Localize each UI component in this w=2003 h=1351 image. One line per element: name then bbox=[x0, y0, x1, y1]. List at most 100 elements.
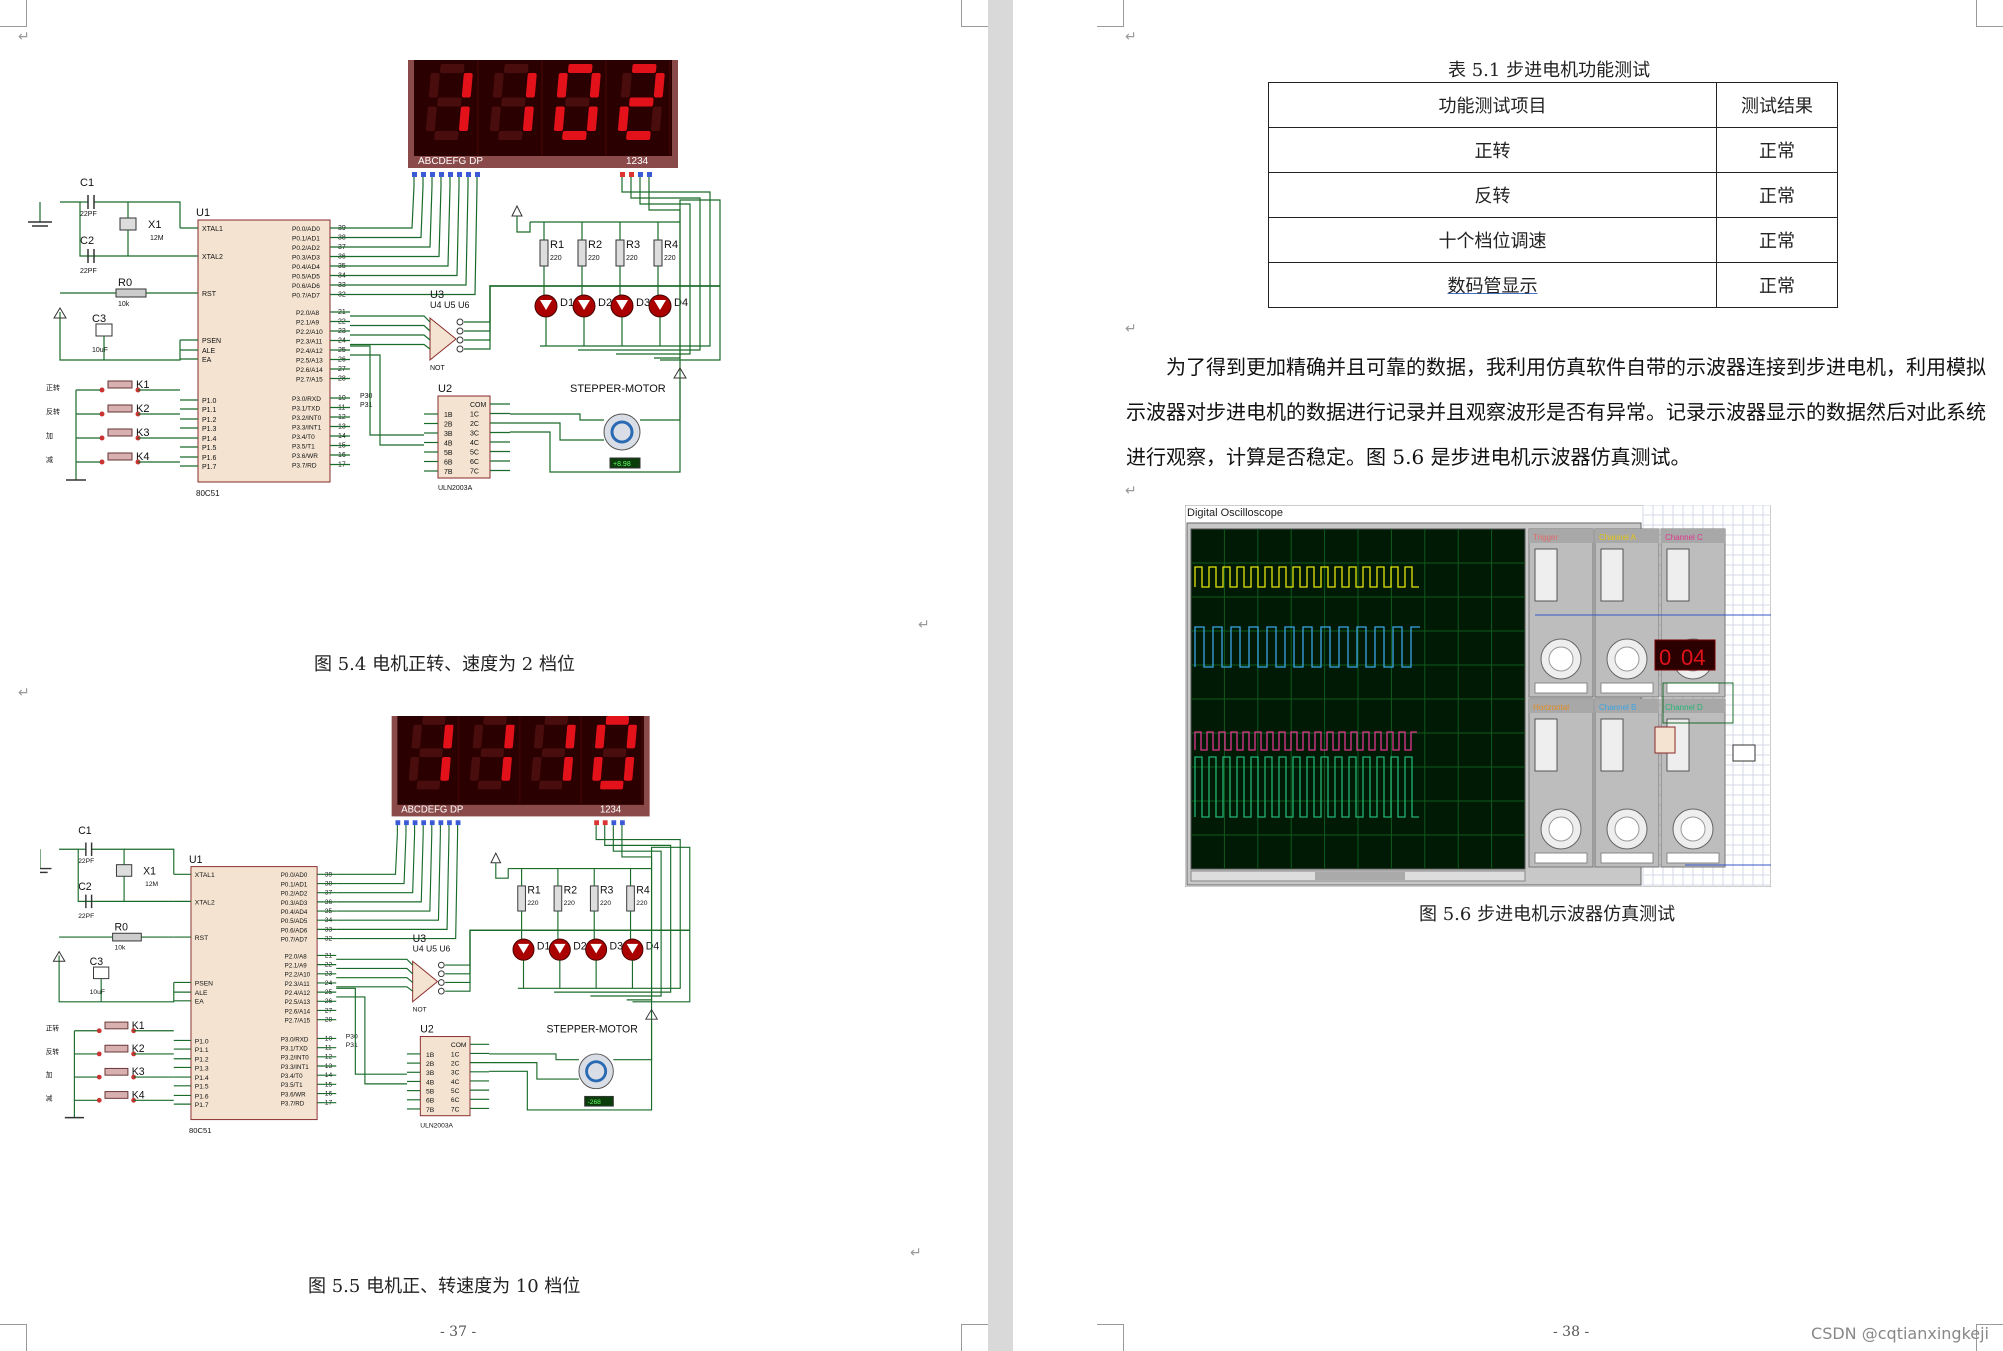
pin-label: P1.6 bbox=[202, 455, 217, 462]
control-knob-center bbox=[1614, 646, 1640, 672]
pin-label: 7B bbox=[444, 469, 453, 476]
waveform-channel-a bbox=[1194, 566, 1419, 588]
pin-label: 4B bbox=[444, 441, 453, 448]
display-segment bbox=[501, 757, 512, 781]
pin-marker bbox=[448, 172, 453, 177]
control-panel-title: Trigger bbox=[1533, 533, 1558, 542]
motor-readout: -268 bbox=[588, 1099, 602, 1106]
wire bbox=[336, 987, 407, 1075]
mini-display-digit: 0 bbox=[1659, 645, 1671, 670]
pin-marker bbox=[611, 820, 617, 826]
value-field bbox=[1666, 852, 1720, 864]
wire bbox=[336, 833, 450, 930]
wire bbox=[489, 1053, 579, 1061]
pin-label: P2.6/A14 bbox=[285, 1008, 311, 1015]
control-panel-title: Horizontal bbox=[1533, 703, 1569, 712]
component-ref: D1 bbox=[537, 941, 551, 953]
value-field bbox=[1534, 852, 1588, 864]
pin-marker bbox=[412, 820, 418, 826]
key-label: 反转 bbox=[46, 407, 60, 416]
display-segment bbox=[483, 716, 507, 725]
pin-label: 6B bbox=[444, 460, 453, 467]
pin-label: P0.2/AD2 bbox=[281, 891, 308, 898]
display-digit-labels: 1234 bbox=[626, 156, 649, 167]
chip-part: 80C51 bbox=[196, 489, 220, 498]
resistor bbox=[115, 288, 147, 298]
table-cell: 反转 bbox=[1268, 172, 1717, 218]
wire bbox=[350, 185, 469, 286]
page-38: ↵ ↵ ↵ 表 5.1 步进电机功能测试 功能测试项目 测试结果 正转 正常 反… bbox=[1013, 0, 2003, 1351]
pin-label: P3.5/T1 bbox=[292, 444, 315, 451]
switch-contact bbox=[99, 387, 105, 393]
paragraph-mark: ↵ bbox=[18, 29, 30, 45]
component-value: 10k bbox=[115, 945, 126, 952]
wire bbox=[336, 833, 433, 912]
pin-label: P2.4/A12 bbox=[285, 990, 311, 997]
component-ref: R4 bbox=[664, 239, 678, 251]
resistor bbox=[653, 239, 663, 267]
component-ref: R3 bbox=[600, 885, 614, 897]
wire bbox=[648, 177, 681, 359]
display-segment bbox=[489, 106, 501, 131]
key-label: 减 bbox=[46, 455, 53, 464]
table-cell: 正转 bbox=[1268, 127, 1717, 173]
wire bbox=[350, 185, 451, 267]
pin-label: 2C bbox=[470, 421, 479, 428]
wire bbox=[510, 413, 604, 421]
pin-label: P2.7/A15 bbox=[296, 377, 323, 384]
driver-chip bbox=[437, 395, 491, 479]
wire bbox=[350, 343, 431, 350]
power-symbol bbox=[673, 367, 687, 379]
control-panel-title: Channel D bbox=[1665, 703, 1703, 712]
component-ref: D4 bbox=[674, 297, 688, 309]
display-segment bbox=[492, 73, 504, 98]
inverter-bubble bbox=[437, 979, 445, 986]
resistor bbox=[626, 885, 635, 912]
pin-label: ALE bbox=[202, 348, 216, 355]
table-row: 正转 正常 bbox=[1268, 127, 1838, 173]
power-symbol bbox=[52, 950, 66, 962]
pin-label: P3.6/WR bbox=[281, 1091, 306, 1098]
pin-label: P3.2/INT0 bbox=[292, 415, 322, 422]
pin-label: P0.7/AD7 bbox=[281, 936, 308, 943]
wire bbox=[336, 833, 441, 921]
control-knob-center bbox=[1614, 816, 1640, 842]
wire bbox=[59, 848, 174, 902]
display-segment bbox=[411, 724, 422, 749]
pin-label: P3.6/WR bbox=[292, 453, 318, 460]
mcu-chip bbox=[190, 866, 318, 1121]
display-segment bbox=[541, 748, 566, 758]
wire bbox=[336, 958, 414, 966]
switch-contact bbox=[131, 1074, 137, 1080]
crop-mark bbox=[0, 0, 27, 27]
display-segment bbox=[605, 716, 630, 725]
wire bbox=[350, 185, 415, 229]
component-ref: C2 bbox=[80, 235, 94, 247]
pin-label: P1.2 bbox=[202, 417, 217, 424]
wire bbox=[616, 177, 691, 355]
display-digit-labels: 1234 bbox=[600, 805, 622, 816]
pin-label: P1.0 bbox=[195, 1038, 209, 1045]
pin-label: P2.0/A8 bbox=[296, 310, 320, 317]
pin-label: P1.0 bbox=[202, 398, 217, 405]
chip-ref: U3 bbox=[430, 289, 444, 301]
display-segment bbox=[623, 757, 635, 781]
inverter-bubble bbox=[456, 336, 464, 344]
pin-label: COM bbox=[470, 402, 487, 409]
pin-label: RST bbox=[202, 291, 217, 298]
component-ref: D2 bbox=[573, 941, 587, 953]
pin-label: 3B bbox=[444, 431, 453, 438]
display-segment bbox=[472, 724, 484, 749]
inverter-bubble bbox=[456, 345, 464, 353]
pin-label: P3.3/INT1 bbox=[292, 425, 322, 432]
wire bbox=[128, 201, 181, 228]
component-value: 10uF bbox=[90, 989, 105, 996]
wire bbox=[350, 185, 478, 296]
component-value: 12M bbox=[145, 881, 158, 888]
waveform-channel-c bbox=[1194, 731, 1417, 751]
pin-label: P0.3/AD3 bbox=[281, 900, 308, 907]
display-segment bbox=[568, 64, 593, 73]
pin-label: P0.5/AD5 bbox=[292, 274, 320, 281]
table-cell: 正常 bbox=[1716, 127, 1838, 173]
